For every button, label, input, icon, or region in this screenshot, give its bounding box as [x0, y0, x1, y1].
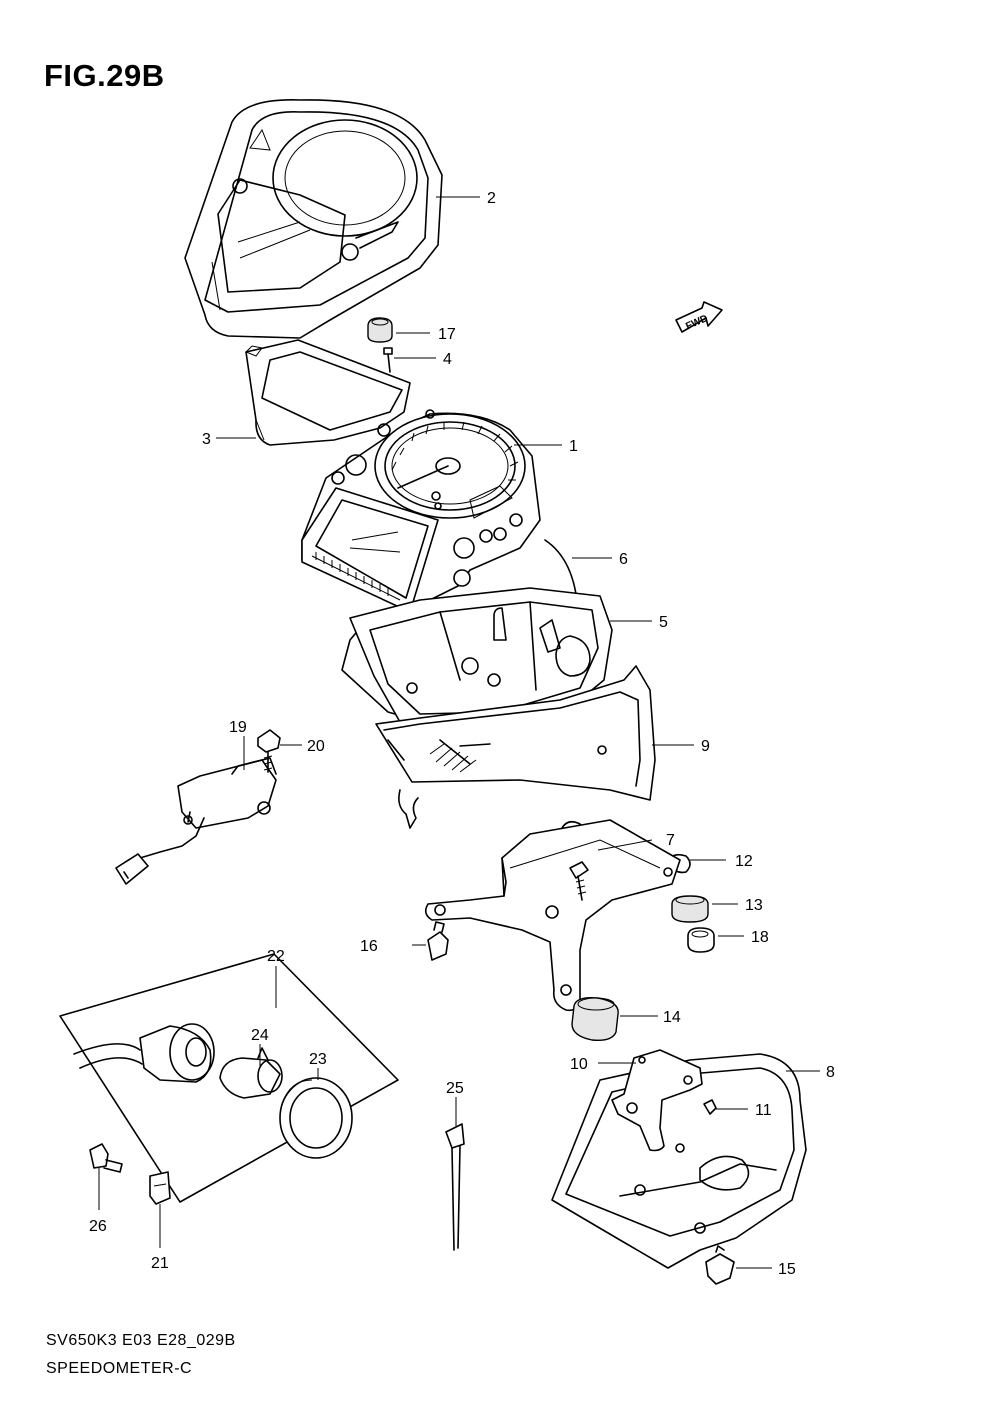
callout-2: 2: [487, 190, 496, 207]
callout-20: 20: [307, 738, 325, 755]
leader-lines: [98, 196, 820, 1269]
stay-part-10: [611, 1049, 703, 1152]
callout-24: 24: [251, 1027, 269, 1044]
collar-part-18: [687, 927, 715, 953]
rear-cover-part-9: [375, 665, 656, 829]
callout-19: 19: [229, 719, 247, 736]
speedometer-assembly-part-1: [301, 409, 541, 613]
callout-25: 25: [446, 1080, 464, 1097]
bolt-part-20: [257, 729, 281, 773]
figure-title: FIG.29B: [44, 58, 165, 93]
callout-15: 15: [778, 1261, 796, 1278]
grommet-part-13: [671, 895, 709, 923]
bracket: [424, 819, 681, 1012]
sensor-part-19: [115, 757, 277, 885]
callout-13: 13: [745, 897, 763, 914]
callout-22: 22: [267, 948, 285, 965]
callout-labels: 2 17 4 3 1 6 5 9 7 12 13 18 16 14 10 11 …: [89, 190, 835, 1278]
cushion-part-14: [571, 996, 619, 1042]
callout-8: 8: [826, 1064, 835, 1081]
bulb-kit-box-part-22: [59, 953, 399, 1203]
lower-case-part-5: [349, 587, 613, 725]
callout-9: 9: [701, 738, 710, 755]
screw-part-11: [703, 1099, 717, 1115]
callout-18: 18: [751, 929, 769, 946]
callout-12: 12: [735, 853, 753, 870]
callout-1: 1: [569, 438, 578, 455]
lcd-panel-part-3: [245, 339, 411, 446]
callout-16: 16: [360, 938, 378, 955]
seal-part-23: [279, 1077, 353, 1159]
callout-26: 26: [89, 1218, 107, 1235]
callout-17: 17: [438, 326, 456, 343]
bolt-part-26: [89, 1143, 123, 1173]
figure-code: SV650K3 E03 E28_029B: [46, 1332, 236, 1349]
screw-part-4: [383, 347, 393, 373]
callout-4: 4: [443, 351, 452, 368]
wire-socket: [73, 1023, 215, 1083]
meter-cover-part-2: [184, 99, 443, 339]
cable-tie-part-25: [445, 1123, 465, 1251]
callout-23: 23: [309, 1051, 327, 1068]
callout-10: 10: [570, 1056, 588, 1073]
clip-part-15: [705, 1245, 735, 1285]
callout-3: 3: [202, 431, 211, 448]
bolt-part-16: [427, 921, 449, 961]
grommet-part-17: [367, 317, 393, 343]
figure-name: SPEEDOMETER-C: [46, 1360, 193, 1377]
socket-part-24: [219, 1047, 283, 1099]
callout-21: 21: [151, 1255, 169, 1272]
callout-5: 5: [659, 614, 668, 631]
bolt-part-7: [569, 861, 589, 901]
clamp-part-21: [149, 1171, 171, 1205]
callout-14: 14: [663, 1009, 681, 1026]
fwd-arrow-icon: FWD: [675, 301, 723, 333]
callout-6: 6: [619, 551, 628, 568]
callout-11: 11: [755, 1102, 772, 1119]
callout-7: 7: [666, 832, 675, 849]
